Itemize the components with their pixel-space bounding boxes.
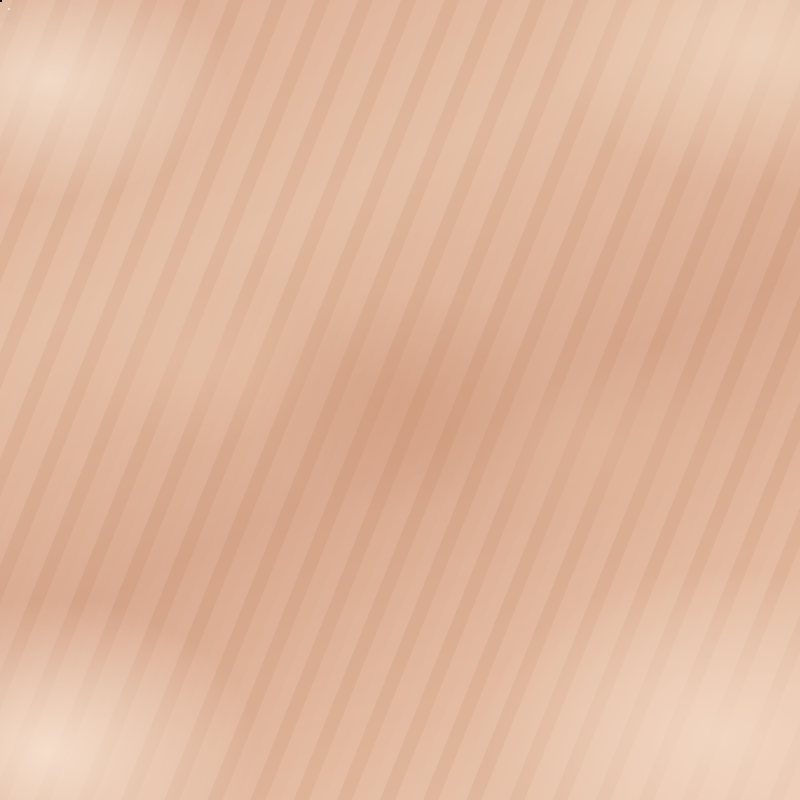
bottom-pcb-solder-side (0, 0, 2, 2)
